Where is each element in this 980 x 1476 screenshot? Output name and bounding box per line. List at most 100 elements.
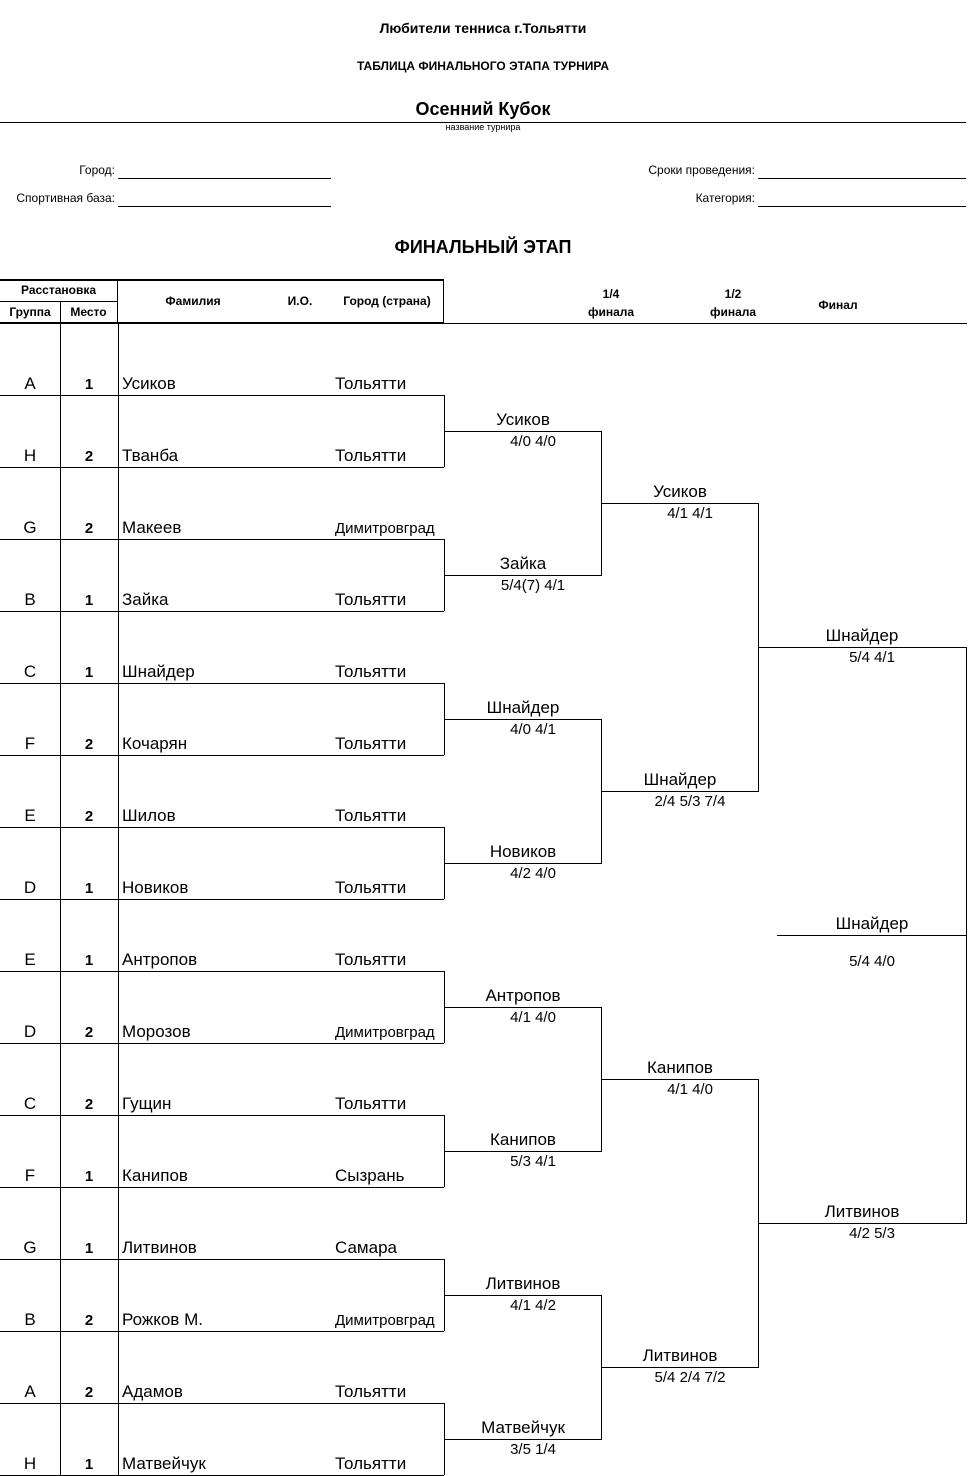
player-city: Тольятти xyxy=(335,446,407,465)
sf-score: 2/4 5/3 7/4 xyxy=(654,793,726,810)
player-group: D xyxy=(23,1022,37,1041)
player-group: F xyxy=(24,734,36,753)
player-group: H xyxy=(23,446,37,465)
player-city: Димитровград xyxy=(335,1024,435,1041)
sf-winner: Канипов xyxy=(647,1058,713,1077)
row-line xyxy=(0,971,444,972)
player-place: 1 xyxy=(84,1456,94,1473)
qf-score: 4/0 4/1 xyxy=(510,721,556,738)
champion-name: Шнайдер xyxy=(835,914,909,933)
player-city: Тольятти xyxy=(335,1094,407,1113)
group-place-divider xyxy=(60,301,61,322)
player-group: H xyxy=(23,1454,37,1473)
finalist-score: 4/2 5/3 xyxy=(849,1225,895,1242)
surname-header: Фамилия xyxy=(165,294,221,308)
player-city: Тольятти xyxy=(335,662,407,681)
row-line xyxy=(0,827,444,828)
qf-score: 4/1 4/0 xyxy=(510,1009,556,1026)
sf-score: 4/1 4/0 xyxy=(667,1081,713,1098)
row-line xyxy=(0,899,444,900)
player-group: A xyxy=(24,1382,36,1401)
player-city: Тольятти xyxy=(335,590,407,609)
qf-winner: Литвинов xyxy=(485,1274,561,1293)
player-group: B xyxy=(24,590,36,609)
player-name: Шилов xyxy=(122,806,176,825)
category-field xyxy=(758,206,966,207)
org-title: Любители тенниса г.Тольятти xyxy=(379,20,587,36)
seeding-divider xyxy=(0,301,117,302)
row-line xyxy=(0,1043,444,1044)
qf-score: 5/3 4/1 xyxy=(510,1153,556,1170)
row-line xyxy=(0,1115,444,1116)
player-city: Тольятти xyxy=(335,1454,407,1473)
table-header-top xyxy=(0,279,444,281)
player-group: C xyxy=(23,1094,37,1113)
qf-winner: Зайка xyxy=(499,554,547,573)
qf-score: 5/4(7) 4/1 xyxy=(500,577,566,594)
player-group: E xyxy=(24,806,36,825)
table-header-bottom xyxy=(0,322,444,324)
sf-winner: Шнайдер xyxy=(643,770,717,789)
player-group: D xyxy=(23,878,37,897)
group-header: Группа xyxy=(9,305,51,319)
qf-winner: Шнайдер xyxy=(486,698,560,717)
player-city: Тольятти xyxy=(335,806,407,825)
player-group: C xyxy=(23,662,37,681)
player-name: Матвейчук xyxy=(122,1454,206,1473)
base-label: Спортивная база: xyxy=(16,191,115,205)
finalist-score: 5/4 4/1 xyxy=(849,649,895,666)
tournament-underline xyxy=(0,122,966,123)
player-place: 1 xyxy=(84,664,94,681)
tournament-caption: название турнира xyxy=(445,122,521,132)
row-line xyxy=(0,539,444,540)
bracket-header-line xyxy=(444,323,967,324)
row-line xyxy=(0,1187,444,1188)
qf-score: 3/5 1/4 xyxy=(510,1441,556,1458)
player-place: 2 xyxy=(84,1312,94,1329)
player-city: Самара xyxy=(335,1238,397,1257)
player-group: B xyxy=(24,1310,36,1329)
player-city: Тольятти xyxy=(335,1382,407,1401)
player-group: E xyxy=(24,950,36,969)
qf-score: 4/1 4/2 xyxy=(510,1297,556,1314)
row-line xyxy=(0,755,444,756)
tournament-name: Осенний Кубок xyxy=(415,99,551,119)
city-header: Город (страна) xyxy=(343,294,431,308)
sf-winner: Усиков xyxy=(653,482,707,501)
qf-winner: Новиков xyxy=(489,842,557,861)
dates-field xyxy=(758,178,966,179)
player-group: F xyxy=(24,1166,36,1185)
player-city: Сызрань xyxy=(335,1166,405,1185)
player-name: Кочарян xyxy=(122,734,188,753)
quarterfinal-header-2: финала xyxy=(587,305,635,319)
qf-winner: Усиков xyxy=(496,410,550,429)
player-place: 1 xyxy=(84,880,94,897)
row-line xyxy=(0,1403,444,1404)
player-name: Гущин xyxy=(122,1094,172,1113)
semifinal-header-1: 1/2 xyxy=(724,287,742,301)
player-name: Адамов xyxy=(122,1382,183,1401)
player-place: 2 xyxy=(84,1024,94,1041)
player-place: 2 xyxy=(84,1384,94,1401)
sf-score: 4/1 4/1 xyxy=(667,505,713,522)
row-line xyxy=(0,1259,444,1260)
row-line xyxy=(0,467,444,468)
player-name: Новиков xyxy=(122,878,189,897)
dates-label: Сроки проведения: xyxy=(648,163,755,177)
player-place: 2 xyxy=(84,1096,94,1113)
city-field xyxy=(118,178,331,179)
player-place: 2 xyxy=(84,808,94,825)
player-group: A xyxy=(24,374,36,393)
finalist-name: Шнайдер xyxy=(825,626,899,645)
player-name: Зайка xyxy=(122,590,169,609)
player-place: 1 xyxy=(84,952,94,969)
player-place: 1 xyxy=(84,1168,94,1185)
player-city: Тольятти xyxy=(335,878,407,897)
base-field xyxy=(118,206,331,207)
player-name: Тванба xyxy=(122,446,179,465)
city-label: Город: xyxy=(79,163,115,177)
player-place: 1 xyxy=(84,376,94,393)
player-place: 1 xyxy=(84,592,94,609)
player-city: Тольятти xyxy=(335,374,407,393)
player-city: Тольятти xyxy=(335,734,407,753)
